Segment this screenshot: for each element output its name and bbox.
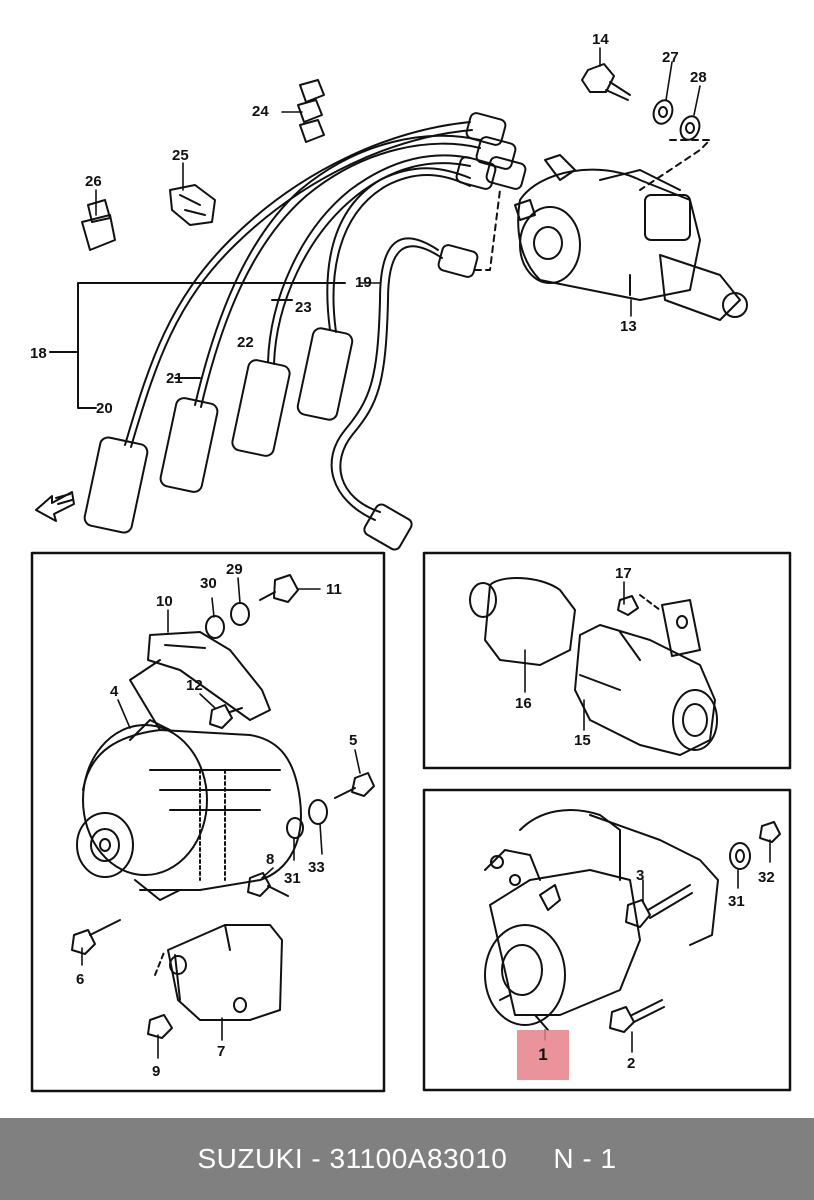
callout-27: 27: [662, 49, 679, 66]
small-fasteners: [71, 574, 375, 1039]
callout-15: 15: [574, 732, 591, 749]
ignition-coil: [469, 577, 718, 756]
callout-25: 25: [172, 147, 189, 164]
parts-diagram: 14 27 28 24 25 26 19 23 13 22 18 21 20 1…: [30, 31, 792, 1093]
coil-bracket: [617, 594, 701, 657]
callout-16: 16: [515, 695, 532, 712]
callout-23: 23: [295, 299, 312, 316]
callout-18: 18: [30, 345, 47, 362]
callout-11: 11: [326, 581, 342, 598]
distributor: [514, 154, 748, 321]
highlighted-part-marker: [517, 1030, 569, 1080]
part-number-text: SUZUKI - 31100A83010: [197, 1143, 508, 1174]
callout-labels: 14 27 28 24 25 26 19 23 13 22 18 21 20 1…: [30, 31, 775, 1080]
callout-29: 29: [226, 561, 243, 578]
callout-8: 8: [266, 851, 274, 868]
callout-1: 1: [538, 1045, 548, 1064]
callout-4: 4: [110, 683, 119, 700]
leader-lines: [81, 47, 771, 1059]
callout-24: 24: [252, 103, 269, 120]
washer-28: [679, 115, 701, 141]
wire-clip-26: [81, 199, 116, 251]
bolt-14: [581, 63, 631, 101]
alternator: [76, 719, 302, 901]
callout-2: 2: [627, 1055, 635, 1072]
callout-5: 5: [349, 732, 357, 749]
starter-motor: [484, 809, 719, 1031]
callout-30: 30: [200, 575, 217, 592]
wire-clip-24: [297, 79, 325, 143]
callout-28: 28: [690, 69, 707, 86]
callout-32: 32: [758, 869, 775, 886]
callout-31-left: 31: [284, 870, 301, 887]
wire-clip-25: [169, 184, 216, 226]
washer-27: [652, 99, 674, 125]
coil-panel: [422, 551, 792, 770]
diagram-reference-text: N - 1: [553, 1143, 617, 1174]
callout-17: 17: [615, 565, 632, 582]
callout-12: 12: [186, 677, 203, 694]
ignition-wire-set: [83, 112, 527, 551]
callout-19: 19: [355, 274, 372, 291]
mount-bracket-7: [154, 924, 283, 1021]
callout-14: 14: [592, 31, 609, 48]
callout-33: 33: [308, 859, 325, 876]
callout-9: 9: [152, 1063, 160, 1080]
starter-panel: [422, 788, 792, 1092]
callout-31-right: 31: [728, 893, 745, 910]
alternator-panel: [30, 551, 386, 1093]
callout-26: 26: [85, 173, 102, 190]
callout-13: 13: [620, 318, 637, 335]
front-arrow-icon: [35, 491, 75, 522]
callout-22: 22: [237, 334, 254, 351]
callout-6: 6: [76, 971, 84, 988]
callout-21: 21: [166, 370, 183, 387]
part-number-footer: SUZUKI - 31100A83010 N - 1: [0, 1118, 814, 1200]
starter-fasteners: [609, 821, 781, 1033]
bracket-10: [129, 631, 271, 731]
callout-10: 10: [156, 593, 173, 610]
callout-7: 7: [217, 1043, 225, 1060]
callout-3: 3: [636, 867, 644, 884]
callout-20: 20: [96, 400, 113, 417]
